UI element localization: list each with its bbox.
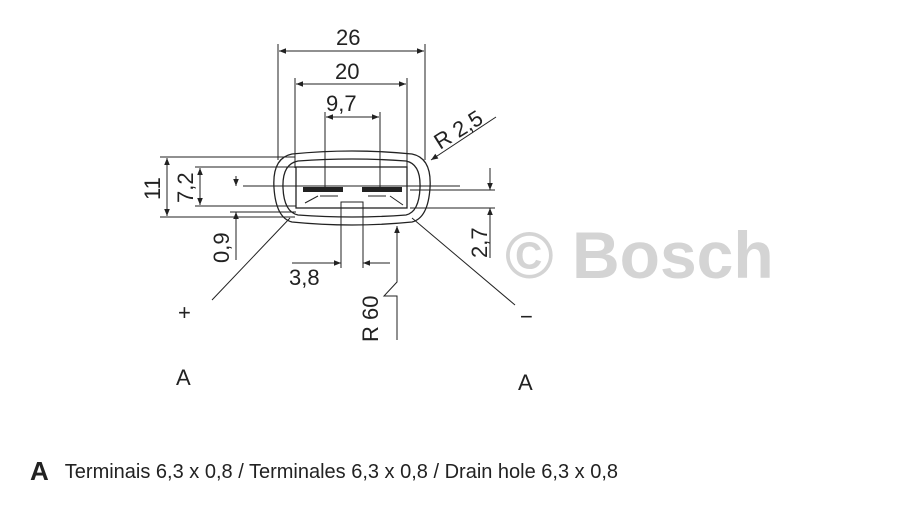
- watermark: © Bosch: [505, 218, 774, 292]
- dim-radius-corner: R 2,5: [429, 105, 487, 154]
- dim-height-outer: 11: [140, 177, 165, 200]
- legend-caption: A Terminais 6,3 x 0,8 / Terminales 6,3 x …: [30, 456, 618, 487]
- dim-width-inner: 20: [335, 59, 359, 84]
- dim-terminal-spacing: 9,7: [326, 91, 357, 116]
- extension-lines: [160, 44, 495, 268]
- dim-width-outer: 26: [336, 25, 360, 50]
- legend-key: A: [30, 456, 49, 486]
- view-label-right: A: [518, 370, 533, 395]
- legend-text: Terminais 6,3 x 0,8 / Terminales 6,3 x 0…: [64, 461, 619, 483]
- dimension-lines: [164, 48, 497, 340]
- minus-leader: [411, 217, 516, 306]
- terminal-housing: [273, 150, 431, 226]
- dim-drain-width: 3,8: [289, 265, 320, 290]
- plus-leader: [211, 217, 291, 301]
- dim-height-inner: 7,2: [173, 172, 198, 203]
- dim-offset-bottom: 0,9: [209, 232, 234, 263]
- view-label-left: A: [176, 365, 191, 390]
- plus-label: +: [178, 300, 191, 325]
- minus-label: −: [520, 304, 533, 329]
- dim-radius-base: R 60: [358, 296, 383, 342]
- dim-offset-right: 2,7: [467, 227, 492, 258]
